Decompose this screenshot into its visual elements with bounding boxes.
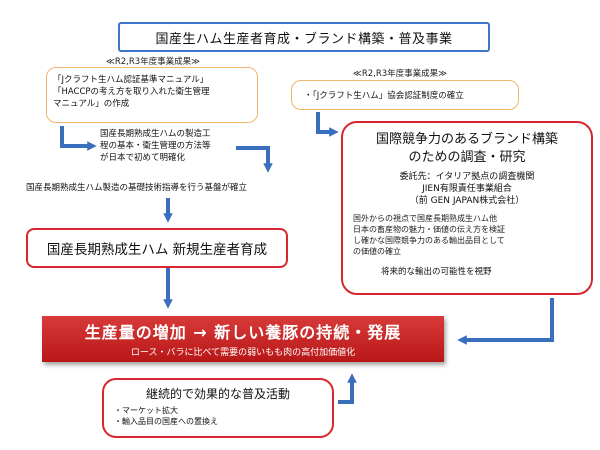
future-text: 将来的な輸出の可能性を視野 xyxy=(381,267,492,277)
banner-sub-text: ロース・バラに比べて需要の弱いもも肉の高付加価値化 xyxy=(130,348,356,358)
intl-desc-line: 国外からの視点で国産長期熟成生ハム他 xyxy=(353,214,497,223)
intl-desc-line: の価値の確立 xyxy=(353,247,401,256)
foundation-text: 国産長期熟成生ハム製造の基礎技術指導を行う基盤が確立 xyxy=(26,183,248,193)
intl-brand-box: 国際競争力のあるブランド構築 のための調査・研究 委託先：イタリア拠点の調査機関… xyxy=(341,121,593,295)
clarified-text: 国産長期熟成生ハムの製造工 程の基本・衛生管理の方法等 が日本で初めて明確化 xyxy=(100,129,211,163)
promotion-item: ・マーケット拡大 xyxy=(114,406,178,415)
promotion-item: ・輸入品目の国産への置換え xyxy=(114,417,218,426)
elbow-arrow-banner xyxy=(457,298,554,345)
intl-heading-line: のための調査・研究 xyxy=(408,150,526,165)
banner-main-text: 生産量の増加 → 新しい養豚の持続・発展 xyxy=(84,323,402,342)
left-results-box: 「Jクラフト生ハム認証基準マニュアル」 「HACCPの考え方を取り入れた衛生管理… xyxy=(46,67,258,123)
main-title: 国産生ハム生産者育成・ブランド構築・普及事業 xyxy=(155,31,453,47)
left-results-heading: ≪R2,R3年度事業成果≫ xyxy=(105,57,201,67)
intl-desc-line: 日本の畜産物の魅力・価値の伝え方を検証 xyxy=(353,225,505,234)
promotion-heading: 継続的で効果的な普及活動 xyxy=(145,387,290,401)
main-title-box: 国産生ハム生産者育成・ブランド構築・普及事業 xyxy=(118,22,490,52)
intl-heading-line: 国際競争力のあるブランド構築 xyxy=(375,132,558,147)
left-results-line: 「HACCPの考え方を取り入れた衛生管理 xyxy=(53,87,210,97)
right-results-line: ・「Jクラフト生ハム」協会認証制度の確立 xyxy=(304,91,464,101)
intl-desc-line: し確かな国際競争力のある輸出品目として xyxy=(353,236,505,245)
right-results-heading: ≪R2,R3年度事業成果≫ xyxy=(352,69,448,79)
new-producers-box: 国産長期熟成生ハム 新規生産者育成 xyxy=(26,228,288,268)
up-arrow-promo xyxy=(338,373,357,404)
contractor-line: JIEN有限責任事業組合 xyxy=(422,184,512,194)
new-producers-label: 国産長期熟成生ハム 新規生産者育成 xyxy=(46,242,268,258)
elbow-arrow-right xyxy=(236,146,273,173)
contractor-line: （前 GEN JAPAN株式会社） xyxy=(409,196,525,206)
contractor-line: 委託先：イタリア拠点の調査機関 xyxy=(399,172,535,182)
right-results-box: ・「Jクラフト生ハム」協会認証制度の確立 xyxy=(291,80,519,110)
left-results-line: 「Jクラフト生ハム認証基準マニュアル」 xyxy=(53,75,209,85)
result-banner: 生産量の増加 → 新しい養豚の持続・発展 ロース・バラに比べて需要の弱いもも肉の… xyxy=(42,316,444,362)
elbow-arrow-left xyxy=(60,126,97,151)
left-results-line: マニュアル」の作成 xyxy=(53,99,130,109)
promotion-box: 継続的で効果的な普及活動 ・マーケット拡大 ・輸入品目の国産への置換え xyxy=(102,378,334,438)
elbow-arrow-intl xyxy=(316,112,339,137)
